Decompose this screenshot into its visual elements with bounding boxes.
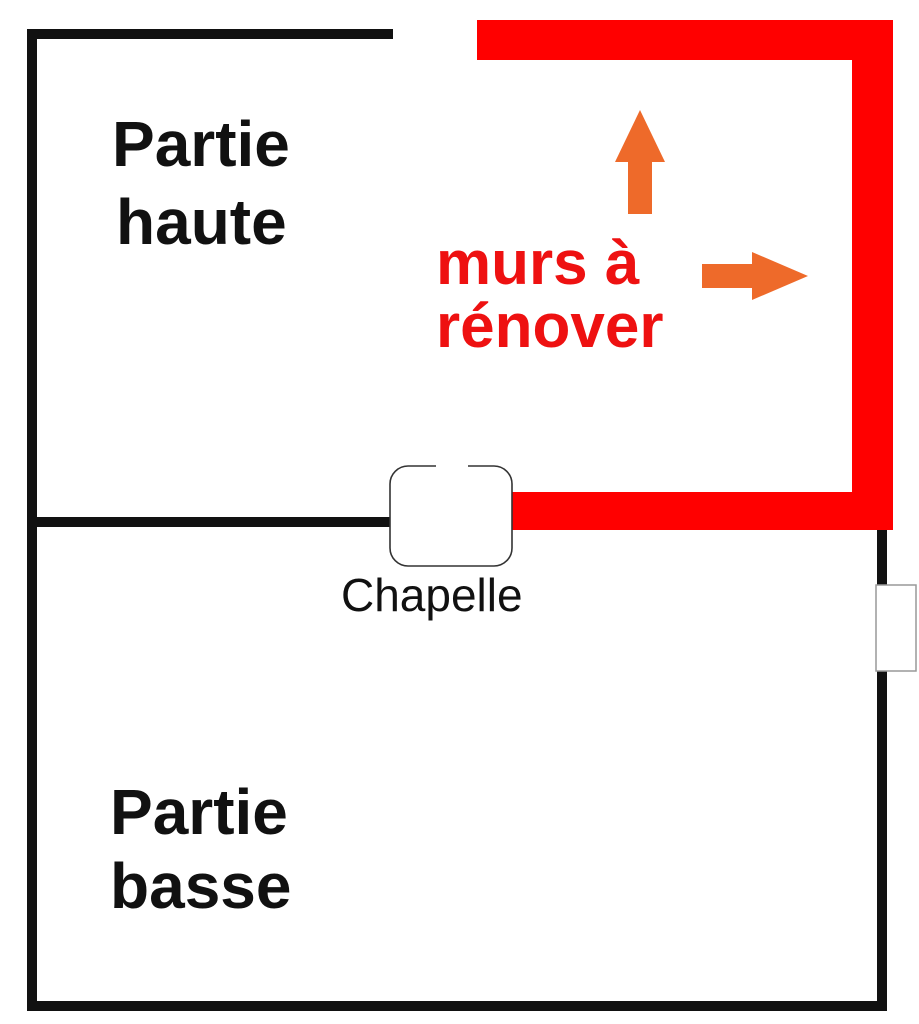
chapel xyxy=(389,464,513,567)
arrow-right-icon xyxy=(702,252,808,300)
renovation-label-line2: rénover xyxy=(436,292,663,361)
lower-part-label-line2: basse xyxy=(110,850,291,922)
chapel-label: Chapelle xyxy=(341,569,523,621)
upper-part-label-line2: haute xyxy=(116,186,287,258)
renovation-label-line1: murs à xyxy=(436,229,640,298)
chapel-box xyxy=(389,465,513,567)
walls-black xyxy=(27,29,887,1011)
upper-part-label-line1: Partie xyxy=(112,108,290,180)
side-door xyxy=(875,584,917,672)
lower-part-label-line1: Partie xyxy=(110,776,288,848)
arrow-up-icon xyxy=(615,110,665,214)
